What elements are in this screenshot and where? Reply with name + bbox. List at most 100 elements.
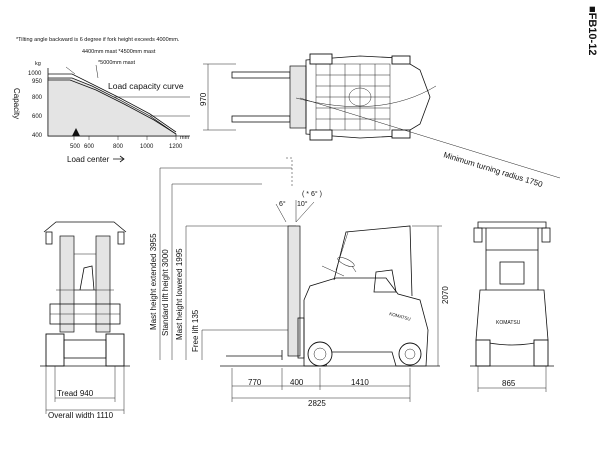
- turning-radius-line: [299, 97, 561, 179]
- brand-rear: KOMATSU: [496, 320, 521, 326]
- mast-crossbars: [56, 253, 114, 291]
- tread-dim: Tread 940: [57, 389, 94, 398]
- chart-title: Load capacity curve: [108, 81, 184, 91]
- counterweight: [475, 289, 549, 346]
- front-overhang-dim: 770: [248, 378, 262, 387]
- carriage: [289, 65, 307, 129]
- fork-to-axle-dim: 400: [290, 378, 304, 387]
- height-extension-lines: [160, 167, 296, 331]
- brand-decal: KOMATSU: [389, 311, 411, 322]
- turning-arc: [295, 85, 437, 107]
- fork: [226, 350, 283, 360]
- top-view: 970 Minimum turning radius 1750: [199, 53, 561, 189]
- mast-rail-right: [95, 235, 111, 333]
- rear-width-dim: 865: [502, 379, 516, 388]
- chart-x-ticks: [73, 136, 177, 140]
- guard-pillar: [335, 231, 349, 271]
- left-light: [45, 231, 53, 245]
- tilt-forward: 6°: [279, 200, 286, 208]
- overall-height-lines: [412, 225, 442, 366]
- rear-light-right: [541, 227, 551, 243]
- x-tick-800: 800: [113, 144, 124, 150]
- overhead-guard-rear: [477, 221, 547, 229]
- rear-frame: [485, 228, 539, 290]
- right-light: [117, 231, 125, 245]
- truck-body-outline: [305, 55, 431, 139]
- mast: [287, 225, 301, 357]
- front-hub: [313, 347, 327, 361]
- rear-wheel-right: [391, 129, 411, 139]
- height-dimension-lines: [159, 168, 203, 360]
- front-wheel-left: [309, 53, 333, 65]
- tread-width-lines: [45, 366, 125, 414]
- rear-wheel-side: [398, 342, 422, 366]
- overall-width-dim: Overall width 1110: [48, 411, 114, 420]
- capacity-chart: *Tilting angle backward is 6 degree if f…: [12, 37, 190, 164]
- steering-column: [321, 265, 357, 277]
- model-label: ■FB10-12: [584, 6, 598, 96]
- x-tick-1200: 1200: [169, 144, 183, 150]
- overall-length-dim: 2825: [308, 399, 326, 408]
- x-tick-500: 500: [70, 144, 81, 150]
- front-view: Tread 940 Overall width 1110: [40, 221, 130, 420]
- steering-wheel-side: [337, 257, 355, 267]
- overhead-guard-side: [333, 225, 413, 297]
- steering-wheel: [348, 87, 372, 107]
- arrow-right-icon: [113, 155, 125, 163]
- length-dimension-lines: [231, 368, 411, 402]
- y-tick-800: 800: [32, 95, 43, 101]
- rear-hub: [404, 348, 416, 360]
- y-tick-1000: 1000: [28, 71, 42, 77]
- tilt-angle-lines: [275, 200, 315, 223]
- y-axis-label: Capacity: [12, 88, 21, 119]
- free-lift-dim: Free lift 135: [191, 309, 200, 352]
- x-tick-600: 600: [84, 144, 95, 150]
- guard-grid: [316, 64, 390, 130]
- curve-label-1: 4400mm mast *4500mm mast: [82, 49, 156, 55]
- curve-label-2: *5000mm mast: [98, 60, 135, 66]
- capacity-curve-2: [48, 79, 177, 135]
- wheelbase-dim: 1410: [351, 378, 369, 387]
- y-unit: kg: [35, 61, 41, 67]
- tilt-backward: 10°: [297, 200, 308, 208]
- lift-height-dim: Standard lift height 3000: [161, 249, 170, 336]
- tilt-backward-alt: ( * 6° ): [302, 190, 322, 198]
- side-view: Mast height extended 3955 Standard lift …: [149, 157, 450, 408]
- mast-extended-dim: Mast height extended 3955: [149, 233, 158, 330]
- x-unit: mm: [180, 135, 190, 141]
- fork-left: [231, 71, 291, 79]
- mast-lowered-dim: Mast height lowered 1995: [175, 248, 184, 340]
- tilt-note: *Tilting angle backward is 6 degree if f…: [16, 37, 180, 43]
- fork-right: [231, 115, 291, 123]
- rear-view: KOMATSU 865: [470, 221, 554, 392]
- x-axis-label: Load center: [67, 155, 110, 164]
- rear-wheel-left: [391, 55, 411, 65]
- rear-tire-right: [533, 339, 549, 367]
- front-wheel-side: [307, 341, 333, 367]
- rear-tire-left: [475, 339, 491, 367]
- width-dimension-lines: [203, 63, 236, 131]
- front-axle: [63, 339, 107, 359]
- extended-mast-ghost: [286, 157, 293, 186]
- rear-width-lines: [477, 366, 547, 392]
- front-tire-right: [105, 333, 125, 367]
- curve-leaders: [65, 64, 99, 79]
- y-tick-950: 950: [32, 79, 43, 85]
- overhead-guard-front: [43, 221, 127, 233]
- turning-radius-label: Minimum turning radius 1750: [442, 150, 544, 189]
- width-dimension: 970: [199, 92, 208, 106]
- overall-height-dim: 2070: [441, 286, 450, 304]
- seat: [373, 269, 397, 293]
- seat-back-rear: [499, 261, 525, 285]
- capacity-curve-1: [48, 73, 177, 133]
- front-wheel-right: [309, 129, 333, 141]
- x-tick-1000: 1000: [140, 144, 154, 150]
- rear-light-left: [473, 227, 483, 243]
- mast-rail-left: [59, 235, 75, 333]
- y-tick-400: 400: [32, 133, 43, 139]
- front-tire-left: [45, 333, 65, 367]
- y-tick-600: 600: [32, 114, 43, 120]
- capacity-area: [47, 77, 177, 137]
